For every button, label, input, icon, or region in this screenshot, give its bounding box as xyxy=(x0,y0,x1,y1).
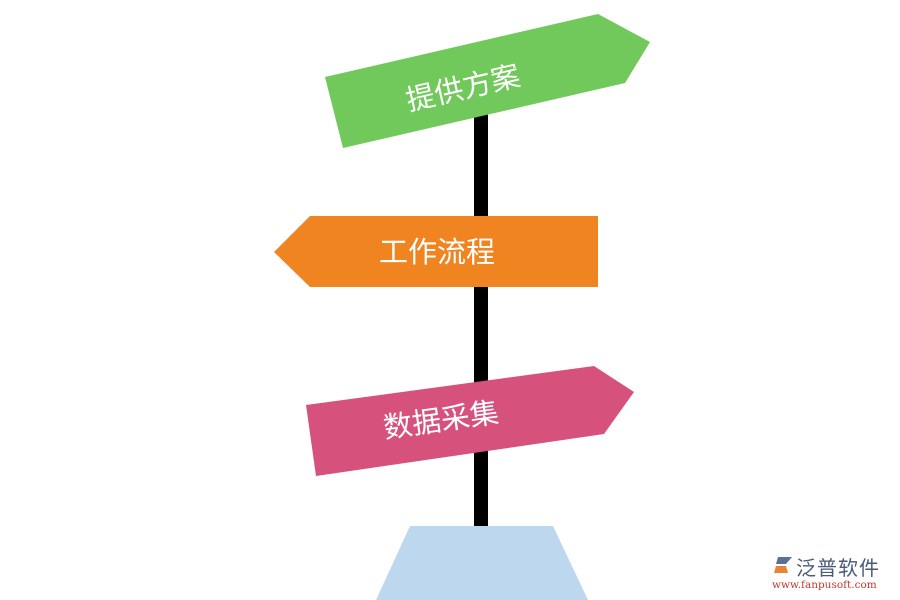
sign-data-collection: 数据采集 xyxy=(306,366,634,476)
fanpu-logo-icon xyxy=(774,557,792,573)
signpost-pole xyxy=(474,110,488,530)
signpost-base xyxy=(376,526,588,600)
sign-provide-solution: 提供方案 xyxy=(325,14,650,148)
watermark-name: 泛普软件 xyxy=(796,556,880,580)
sign-label: 工作流程 xyxy=(379,235,495,269)
fanpu-logo-watermark: 泛普软件 www.fanpusoft.com xyxy=(770,552,895,597)
watermark-url: www.fanpusoft.com xyxy=(772,579,877,591)
sign-workflow: 工作流程 xyxy=(274,216,598,287)
